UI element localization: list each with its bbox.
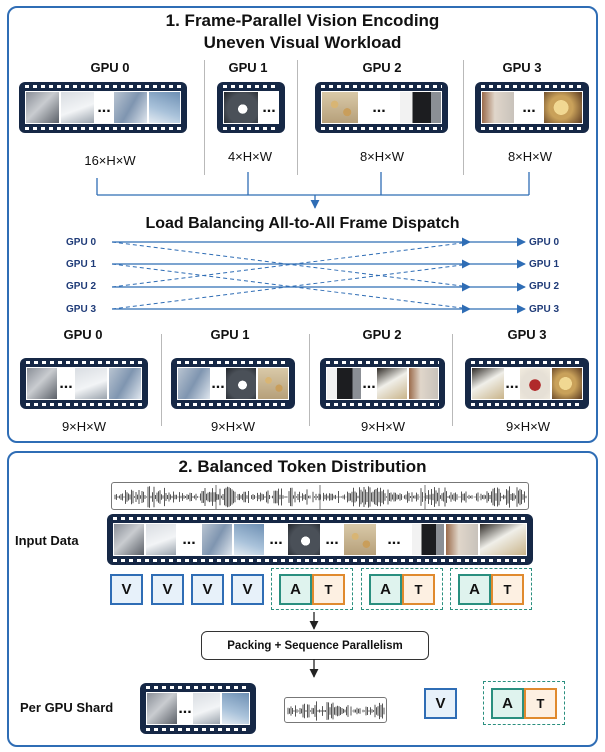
dispatch-row-src-gpu1: GPU 1 [66,259,97,270]
film-strip-input: ... ... ... ... [107,514,533,565]
vision-token: V [231,574,264,605]
ellipsis: ... [505,367,519,400]
film-strip-gpu3-before: ... [475,82,589,133]
section2-title: 2. Balanced Token Distribution [178,457,427,476]
waveform-graphic [114,485,527,509]
audio-waveform-input [111,482,529,510]
gpu1-after-label: GPU 1 [210,327,250,342]
gpu2-before-label: GPU 2 [362,60,402,75]
film-strip-shard: ... [140,683,256,734]
gpu3-before-dims: 8×H×W [507,149,553,164]
audio-text-token-group [450,568,532,610]
dispatch-row-dst-gpu3: GPU 3 [529,304,560,315]
dispatch-row-dst-gpu2: GPU 2 [529,281,560,292]
film-strip-gpu1-before: ... [217,82,285,133]
waveform-path [114,486,527,508]
vision-token: V [424,688,457,719]
audio-token: A [369,574,402,605]
gpu0-after-label: GPU 0 [63,327,103,342]
gpu3-after-dims: 9×H×W [505,419,551,434]
film-strip-gpu0-before: ... [19,82,187,133]
audio-token: A [279,574,312,605]
film-strip-gpu2-before: ... [315,82,448,133]
dispatch-title: Load Balancing All-to-All Frame Dispatch [145,215,460,232]
gpu1-after-dims: 9×H×W [210,419,256,434]
divider [161,334,162,426]
gpu0-before-label: GPU 0 [90,60,130,75]
text-token: T [491,574,524,605]
film-strip-gpu1-after: ... [171,358,295,409]
divider [452,334,453,426]
gpu1-before-label: GPU 1 [228,60,268,75]
dispatch-row-src-gpu3: GPU 3 [66,304,97,315]
input-data-label: Input Data [15,533,79,548]
text-token: T [402,574,435,605]
audio-token: A [458,574,491,605]
vision-token: V [191,574,224,605]
vision-token: V [110,574,143,605]
divider [463,60,464,175]
gpu2-after-label: GPU 2 [362,327,402,342]
per-gpu-shard-label: Per GPU Shard [20,700,114,715]
ellipsis: ... [95,91,113,124]
packing-box: Packing + Sequence Parallelism [201,631,429,660]
audio-text-token-group [361,568,443,610]
gpu0-after-dims: 9×H×W [61,419,107,434]
ellipsis: ... [359,91,399,124]
gpu0-before-dims: 16×H×W [84,153,136,168]
gpu1-before-dims: 4×H×W [227,149,273,164]
ellipsis: ... [58,367,74,400]
film-strip-gpu2-after: ... [320,358,445,409]
divider [309,334,310,426]
film-strip-gpu0-after: ... [20,358,148,409]
divider [204,60,205,175]
ellipsis: ... [321,523,343,556]
ellipsis: ... [377,523,411,556]
ellipsis: ... [362,367,376,400]
text-token: T [312,574,345,605]
waveform-graphic [287,701,385,721]
audio-text-token-group [483,681,565,725]
audio-text-token-group [271,568,353,610]
audio-token: A [491,688,524,719]
section1-subtitle: Uneven Visual Workload [203,33,402,52]
ellipsis: ... [259,91,279,124]
film-strip-gpu3-after: ... [465,358,589,409]
section1-panel [7,6,598,443]
divider [297,60,298,175]
ellipsis: ... [211,367,225,400]
gpu2-after-dims: 9×H×W [360,419,406,434]
gpu3-after-label: GPU 3 [507,327,547,342]
dispatch-row-dst-gpu1: GPU 1 [529,259,560,270]
audio-waveform-shard [284,697,387,723]
gpu2-before-dims: 8×H×W [359,149,405,164]
dispatch-row-src-gpu2: GPU 2 [66,281,97,292]
ellipsis: ... [178,692,192,725]
waveform-path-shard [287,701,385,721]
dispatch-row-src-gpu0: GPU 0 [66,237,97,248]
ellipsis: ... [177,523,201,556]
ellipsis: ... [265,523,287,556]
section2-panel [7,451,598,747]
section1-title: 1. Frame-Parallel Vision Encoding [165,11,440,30]
dispatch-row-dst-gpu0: GPU 0 [529,237,560,248]
ellipsis: ... [515,91,543,124]
text-token: T [524,688,557,719]
vision-token: V [151,574,184,605]
gpu3-before-label: GPU 3 [502,60,542,75]
